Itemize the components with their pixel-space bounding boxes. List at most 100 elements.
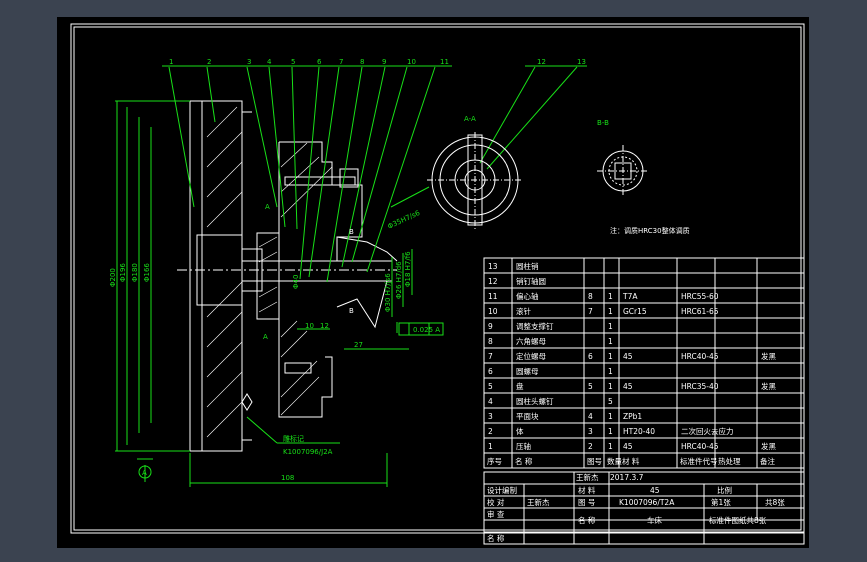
bom-cell-code: 7 [588,307,593,316]
bom-cell-name: 平面块 [516,411,539,421]
bom-cell-code: 6 [588,352,593,361]
disc-hatch [206,106,243,438]
dim-d180: Φ180 [131,263,139,282]
balloon-3: 3 [247,58,251,66]
bom-cell-name: 盘 [516,381,524,391]
date: 2017.3.7 [610,473,644,482]
bom-cell-std: 二次回火去应力 [681,426,734,436]
bom-cell-code: 2 [588,442,593,451]
sheet-no: 第1张 [711,497,731,507]
bom-cell-qty: 1 [608,442,613,451]
bom-cell-qty: 1 [608,382,613,391]
bom-cell-qty: 1 [608,322,613,331]
balloon-2: 2 [207,58,211,66]
bom-header-mat: 材 料 [622,456,640,466]
scale-label: 比例 [717,485,732,495]
balloon-11: 11 [440,58,449,66]
bom-cell-name: 体 [516,426,524,436]
section-aa-label: A-A [464,115,476,123]
engrave-label: 雕标记 [283,434,304,443]
bom-cell-name: 圆螺母 [516,366,539,376]
bom-cell-name: 调整支撑钉 [516,321,554,331]
balloon-labels: 1 2 3 4 5 6 7 8 9 10 11 12 13 [169,58,586,66]
dimensions [115,100,444,487]
sheet-total: 共8张 [765,498,785,507]
bom-header-std: 标准件代号 [680,456,718,466]
cad-viewport[interactable]: 1 2 3 4 5 6 7 8 9 10 11 12 13 [57,17,809,548]
drawing-canvas: 1 2 3 4 5 6 7 8 9 10 11 12 13 [70,23,805,545]
bom-cell-no: 9 [488,322,493,331]
bom-cell-name: 滚针 [516,306,531,316]
dim-d200: Φ200 [109,268,117,287]
dim-tolerance: 0.025 A [413,326,440,334]
bom-cell-code: 4 [588,412,593,421]
bom-cell-mat: 45 [623,352,633,361]
dim-d196: Φ196 [119,263,127,282]
dim-10: 10 [305,322,314,330]
bom-cell-no: 11 [488,292,498,301]
dim-d26: Φ26 H7/d6 [395,261,403,299]
bom-header-heat: 热处理 [718,456,741,466]
dimension-texts: Φ200 Φ196 Φ180 Φ166 Φ40 Φ35H7/s6 Φ30 H7/… [109,203,440,482]
balloon-1: 1 [169,58,173,66]
dim-12: 12 [320,322,329,330]
bom-cell-note: 发黑 [761,351,776,361]
bom-cell-std: HRC35-40 [681,382,719,391]
balloon-8: 8 [360,58,364,66]
section-mark-b1: B [349,228,354,236]
bom-cell-no: 1 [488,442,493,451]
dim-d30: Φ30 H7/js6 [384,273,392,312]
balloon-10: 10 [407,58,416,66]
section-mark-a-top: A [265,203,270,211]
bom-cell-no: 7 [488,352,493,361]
inner-border [73,26,802,531]
bom-cell-name: 圆柱头螺钉 [516,396,554,406]
datum-marker: A [137,458,153,479]
engrave-code: K1007096/J2A [283,448,333,456]
check-label: 校 对 [487,497,505,507]
bom-cell-note: 发黑 [761,381,776,391]
bom-cell-qty: 1 [608,292,613,301]
bom-cell-no: 2 [488,427,493,436]
dim-d40: Φ40 [292,275,300,289]
tech-note: 注：调质HRC30整体调质 [610,226,690,235]
balloon-9: 9 [382,58,386,66]
name-label: 名 称 [578,515,596,525]
material-value: 45 [650,486,660,495]
title-block: 王新杰 2017.3.7 设计编制 材 料 45 比例 校 对 王新杰 图 号 … [483,471,805,545]
bom-cell-mat: 45 [623,382,633,391]
bom-cell-no: 12 [488,277,498,286]
bom-cell-name: 六角螺母 [516,336,546,346]
approve-label: 名 称 [487,533,505,543]
review-label: 审 查 [487,509,505,519]
bom-cell-no: 4 [488,397,493,406]
bom-cell-std: HRC55-60 [681,292,719,301]
bom-cell-mat: GCr15 [623,307,647,316]
section-bb-label: B-B [597,119,609,127]
leaders [162,65,587,283]
designer-top: 王新杰 [576,472,599,482]
dim-d166: Φ166 [143,263,151,282]
bom-cell-std: HRC40-45 [681,352,719,361]
bom-header-name: 名 称 [515,456,533,466]
bom-cell-code: 8 [588,292,593,301]
nut [256,232,280,320]
bom-cell-name: 压轴 [516,441,531,451]
section-mark-b2: B [349,307,354,315]
bom-cell-mat: T7A [622,292,638,301]
bom-cell-code: 5 [588,382,593,391]
balloon-4: 4 [267,58,272,66]
bom-cell-qty: 1 [608,427,613,436]
section-aa-view: A-A [427,115,523,229]
row-design: 设计编制 [487,485,517,495]
section-bb-view: B-B [597,119,649,197]
bom-cell-code: 3 [588,427,593,436]
bom-cell-qty: 1 [608,307,613,316]
machine-name: 车床 [647,515,662,525]
bom-cell-no: 10 [488,307,498,316]
bom-cell-name: 偏心轴 [516,291,539,301]
bom-cell-no: 3 [488,412,493,421]
bom-header-no: 序号 [487,456,502,466]
bom-header-qty: 数量 [607,456,622,466]
